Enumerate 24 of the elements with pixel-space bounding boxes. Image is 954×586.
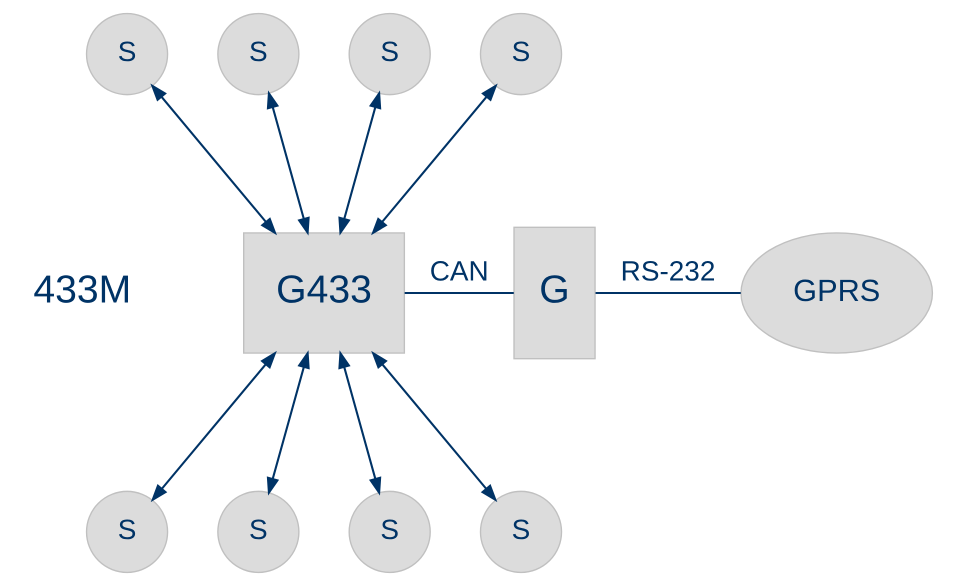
node-box: G — [513, 226, 596, 360]
label: 433M — [33, 268, 132, 312]
arrow — [150, 83, 278, 236]
arrow — [338, 350, 382, 496]
node-ellipse: GPRS — [740, 232, 934, 354]
node-box: G433 — [243, 232, 406, 354]
arrow — [371, 350, 498, 502]
edge-label: RS-232 — [620, 255, 716, 286]
arrow — [150, 350, 277, 502]
node-circle: S — [480, 12, 562, 96]
edge-label: CAN — [430, 255, 489, 286]
arrow — [338, 90, 382, 236]
arrow — [266, 90, 310, 236]
connector — [404, 292, 514, 294]
node-circle: S — [480, 490, 562, 574]
node-circle: S — [217, 490, 300, 574]
node-circle: S — [348, 12, 431, 96]
arrow — [371, 83, 498, 236]
connector — [596, 292, 741, 294]
node-circle: S — [217, 12, 300, 96]
node-circle: S — [348, 490, 431, 574]
node-circle: S — [86, 12, 168, 96]
node-circle: S — [86, 490, 168, 574]
arrow — [266, 350, 310, 496]
